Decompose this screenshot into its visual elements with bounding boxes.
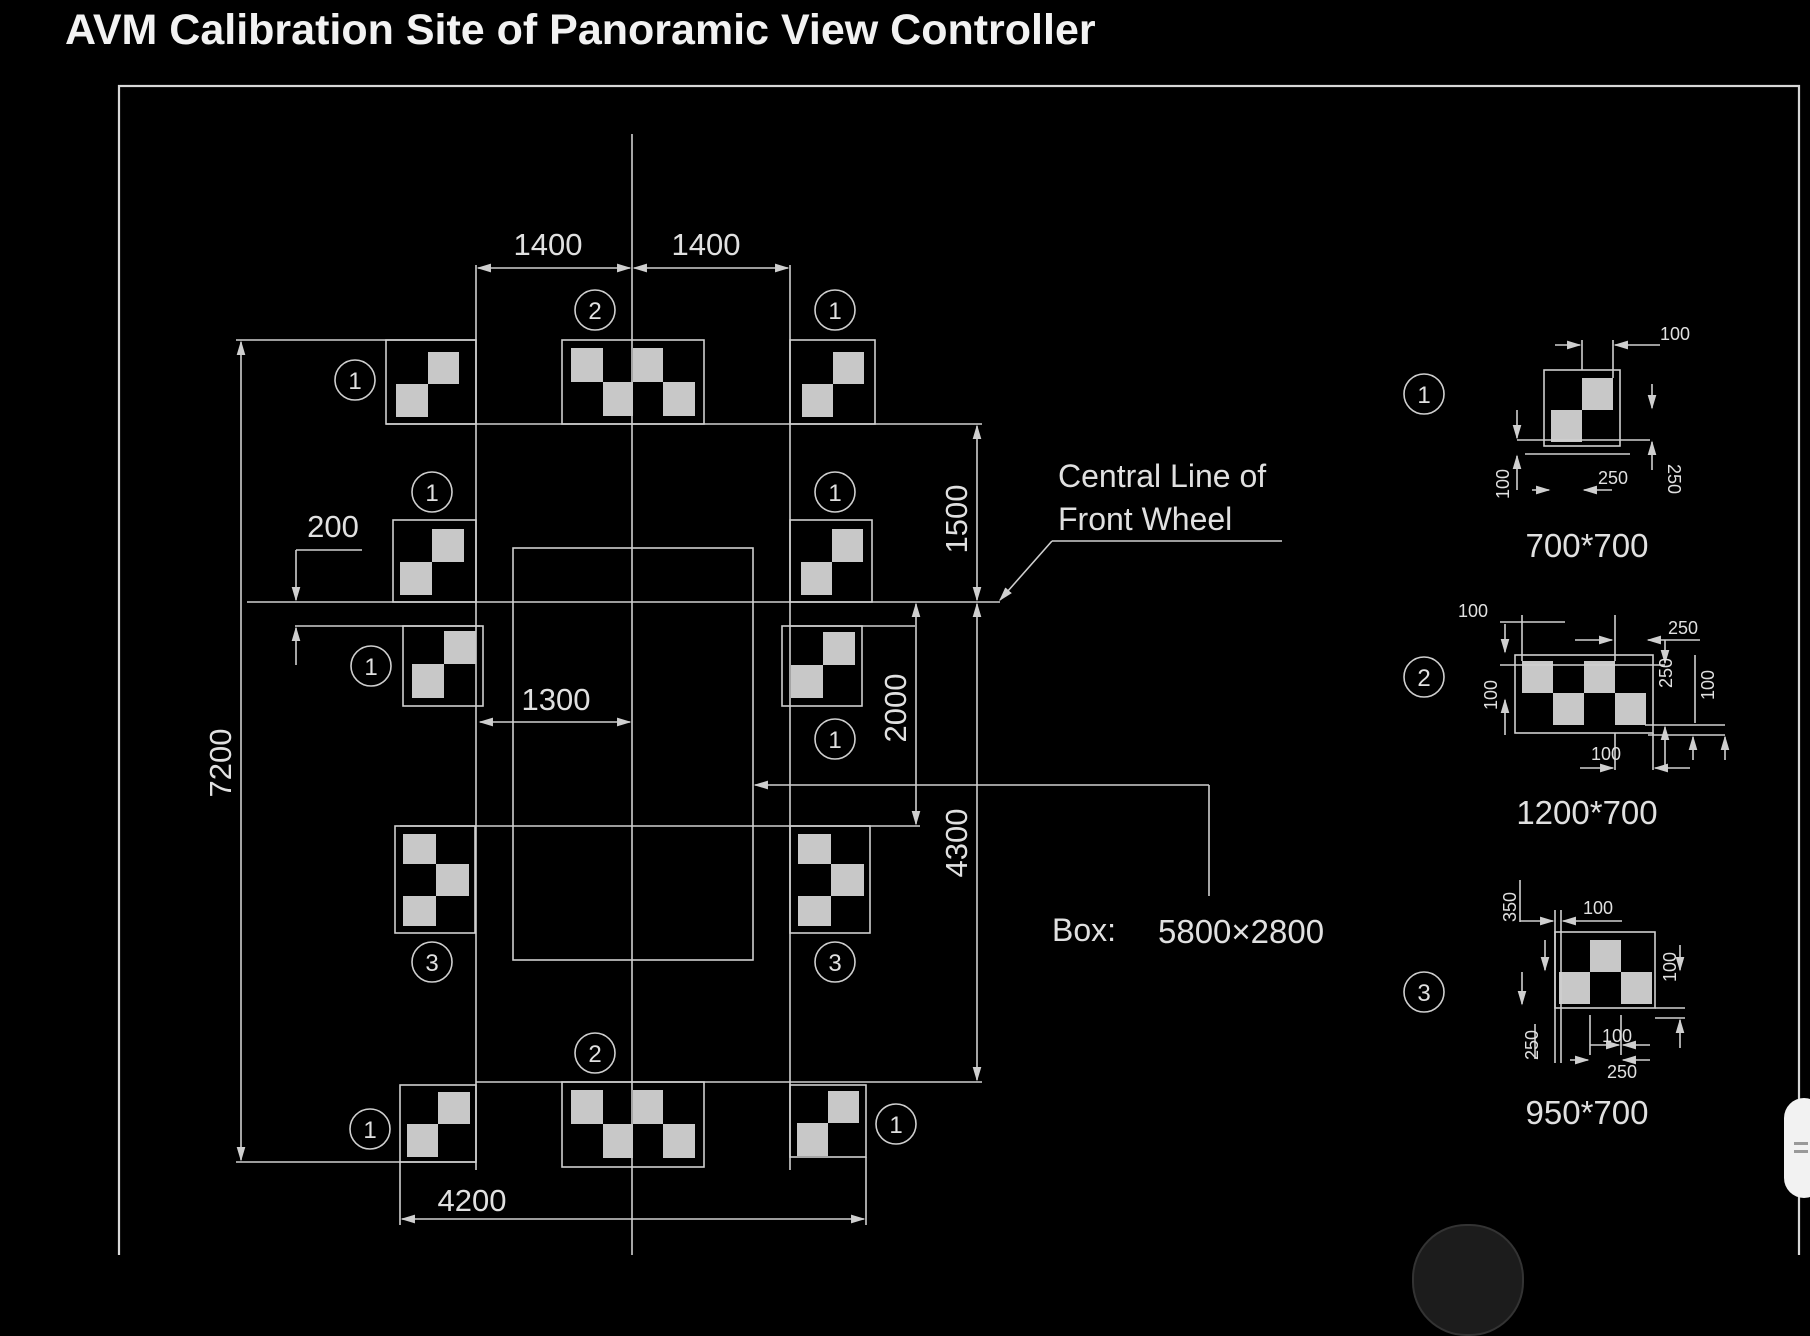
svg-text:1: 1 (1417, 382, 1430, 409)
side-panel-handle[interactable] (1784, 1098, 1810, 1198)
svg-text:1400: 1400 (514, 227, 583, 262)
svg-text:350: 350 (1500, 892, 1520, 922)
calibration-drawing: 1 2 1 1 1 1 1 3 3 2 1 1 1400 1400 1500 2… (117, 84, 1801, 1255)
svg-text:100: 100 (1493, 469, 1513, 499)
dimension-1500: 1500 (939, 424, 982, 602)
dimension-4200: 4200 (399, 1157, 867, 1225)
svg-text:1: 1 (348, 368, 361, 395)
svg-text:1: 1 (828, 298, 841, 325)
target-1-bottom-left (399, 1084, 477, 1163)
svg-text:100: 100 (1591, 744, 1621, 764)
target-1-left-lower (402, 625, 484, 707)
svg-text:1: 1 (425, 480, 438, 507)
svg-text:950*700: 950*700 (1526, 1094, 1649, 1131)
svg-text:Box:: Box: (1052, 912, 1116, 948)
box-callout: Box: 5800×2800 (753, 780, 1324, 950)
target-1-top-left (385, 339, 477, 425)
svg-text:2: 2 (1417, 665, 1430, 692)
svg-text:250: 250 (1668, 618, 1698, 638)
svg-text:200: 200 (307, 509, 359, 544)
target-1-bottom-right (789, 1084, 867, 1158)
marker-3-right-circle: 3 (814, 941, 856, 983)
svg-text:1: 1 (363, 1117, 376, 1144)
dimension-2000: 2000 (878, 602, 921, 826)
svg-text:1: 1 (828, 480, 841, 507)
svg-text:2: 2 (588, 298, 601, 325)
target-2-bottom (561, 1081, 705, 1168)
dimension-7200: 7200 (203, 340, 246, 1162)
svg-text:250: 250 (1522, 1030, 1542, 1060)
target-1-left-upper (392, 519, 477, 603)
svg-text:1: 1 (828, 727, 841, 754)
svg-text:100: 100 (1698, 670, 1718, 700)
target-2-top (561, 339, 705, 425)
marker-2-top-circle: 2 (574, 289, 616, 331)
marker-1-left-upper-circle: 1 (411, 471, 453, 513)
dimension-1300: 1300 (478, 682, 632, 727)
svg-text:3: 3 (1417, 980, 1430, 1007)
target-1-right-lower (781, 625, 863, 707)
detail-type-1: 1 100 250 100 250 700*700 (1403, 324, 1690, 564)
drawing-frame (117, 84, 1801, 1255)
svg-text:100: 100 (1660, 324, 1690, 344)
target-1-right-upper (789, 519, 873, 603)
page-title: AVM Calibration Site of Panoramic View C… (65, 6, 1096, 54)
svg-text:7200: 7200 (203, 729, 238, 798)
svg-text:5800×2800: 5800×2800 (1158, 913, 1324, 950)
svg-text:Central Line of: Central Line of (1058, 458, 1266, 494)
marker-1-right-lower-circle: 1 (814, 718, 856, 760)
svg-text:4200: 4200 (438, 1183, 507, 1218)
floating-action-button[interactable] (1412, 1224, 1524, 1336)
svg-text:4300: 4300 (939, 809, 974, 878)
marker-1-top-right-circle: 1 (814, 289, 856, 331)
svg-text:3: 3 (425, 950, 438, 977)
marker-1-right-upper-circle: 1 (814, 471, 856, 513)
marker-1-bottom-left-circle: 1 (349, 1108, 391, 1150)
marker-2-bottom-circle: 2 (574, 1032, 616, 1074)
marker-1-left-lower-circle: 1 (350, 645, 392, 687)
target-3-left (394, 825, 476, 934)
svg-text:250: 250 (1664, 464, 1684, 494)
svg-text:100: 100 (1583, 898, 1613, 918)
svg-text:250: 250 (1607, 1062, 1637, 1082)
detail-type-3: 3 100 350 250 100 100 250 950*700 (1403, 880, 1685, 1131)
svg-text:100: 100 (1602, 1026, 1632, 1046)
svg-text:1200*700: 1200*700 (1516, 794, 1657, 831)
dimension-1400-left: 1400 (476, 227, 632, 273)
svg-text:100: 100 (1660, 952, 1680, 982)
svg-text:1: 1 (364, 654, 377, 681)
svg-text:1: 1 (889, 1112, 902, 1139)
marker-1-top-left-circle: 1 (334, 359, 376, 401)
svg-text:250: 250 (1656, 658, 1676, 688)
marker-1-bottom-right-circle: 1 (875, 1103, 917, 1145)
svg-text:100: 100 (1458, 601, 1488, 621)
svg-text:1500: 1500 (939, 485, 974, 554)
svg-text:1300: 1300 (522, 682, 591, 717)
svg-text:1400: 1400 (672, 227, 741, 262)
dimension-4300: 4300 (939, 602, 982, 1082)
detail-type-2: 2 100 100 250 250 100 100 1200*700 (1403, 601, 1730, 831)
svg-text:700*700: 700*700 (1526, 527, 1649, 564)
svg-text:2: 2 (588, 1041, 601, 1068)
vehicle-box (512, 547, 754, 961)
target-1-top-right (789, 339, 876, 425)
dimension-1400-right: 1400 (632, 227, 790, 273)
central-line-callout: Central Line of Front Wheel (999, 458, 1282, 602)
target-3-right (789, 825, 871, 934)
svg-text:Front Wheel: Front Wheel (1058, 501, 1232, 537)
dimension-200: 200 (291, 509, 362, 665)
svg-text:250: 250 (1598, 468, 1628, 488)
svg-text:2000: 2000 (878, 674, 913, 743)
marker-3-left-circle: 3 (411, 941, 453, 983)
svg-text:100: 100 (1481, 680, 1501, 710)
marker-circles: 1 2 1 1 1 1 1 3 3 2 1 1 (334, 289, 917, 1150)
svg-text:3: 3 (828, 950, 841, 977)
